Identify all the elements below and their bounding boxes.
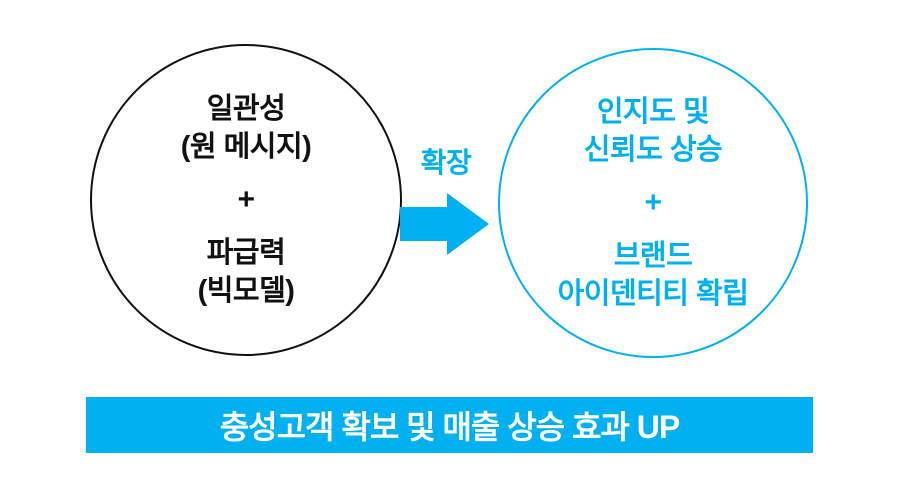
right-circle-line-2: 신뢰도 상승 (583, 134, 723, 166)
left-circle-line-2: (원 메시지) (180, 131, 312, 163)
right-circle-line-4: 아이덴티티 확립 (557, 278, 749, 310)
arrow-label: 확장 (420, 147, 472, 178)
left-circle-line-3: 파급력 (206, 237, 286, 269)
right-arrow-icon (400, 193, 489, 255)
result-banner: 충성고객 확보 및 매출 상승 효과 UP (86, 397, 813, 453)
right-circle-plus-sign: + (644, 186, 662, 219)
right-circle-line-3: 브랜드 (613, 240, 693, 272)
result-banner-text: 충성고객 확보 및 매출 상승 효과 UP (219, 409, 681, 445)
right-circle: 인지도 및 신뢰도 상승 + 브랜드 아이덴티티 확립 (498, 48, 808, 358)
right-circle-line-1: 인지도 및 (596, 96, 710, 128)
left-circle: 일관성 (원 메시지) + 파급력 (빅모델) (90, 44, 402, 356)
left-circle-line-4: (빅모델) (197, 275, 295, 307)
left-circle-plus-sign: + (237, 183, 255, 216)
left-circle-line-1: 일관성 (206, 93, 286, 125)
